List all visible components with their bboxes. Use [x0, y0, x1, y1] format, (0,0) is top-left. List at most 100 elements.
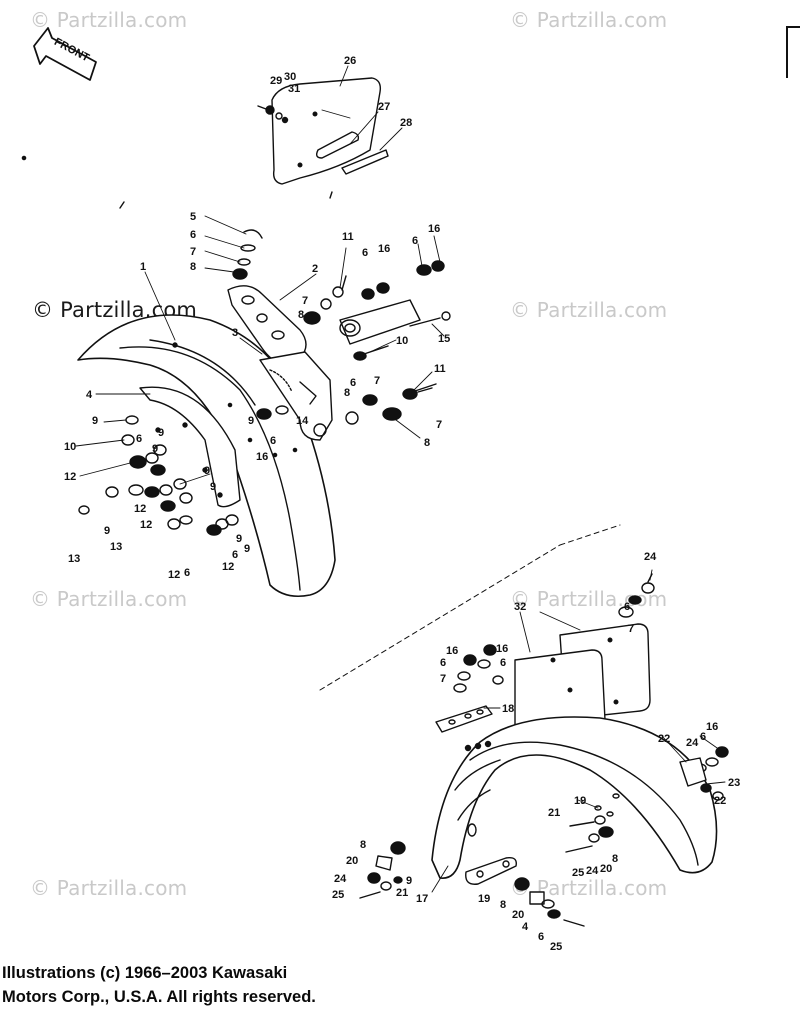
- callout-16: 16: [496, 643, 508, 655]
- callout-16: 16: [706, 721, 718, 733]
- callout-28: 28: [400, 117, 412, 129]
- callout-20: 20: [600, 863, 612, 875]
- callout-25: 25: [332, 889, 344, 901]
- callout-6: 6: [232, 549, 238, 561]
- callout-18: 18: [502, 703, 514, 715]
- callout-24: 24: [644, 551, 657, 563]
- callout-12: 12: [222, 561, 234, 573]
- copyright-line-1: Illustrations (c) 1966–2003 Kawasaki: [2, 964, 288, 982]
- rear-hardware: [359, 573, 729, 927]
- callout-23: 23: [728, 777, 740, 789]
- callout-24: 24: [334, 873, 347, 885]
- callout-6: 6: [362, 247, 368, 259]
- rear-reflector-plates: [514, 623, 651, 739]
- watermark: © Partzilla.com: [30, 587, 188, 611]
- callout-17: 17: [416, 893, 428, 905]
- front-arrow-icon: [33, 27, 97, 81]
- callout-9: 9: [244, 543, 250, 555]
- callout-4: 4: [522, 921, 529, 933]
- callout-12: 12: [168, 569, 180, 581]
- callout-8: 8: [424, 437, 430, 449]
- callout-6: 6: [440, 657, 446, 669]
- watermark: © Partzilla.com: [30, 876, 188, 900]
- callout-9: 9: [248, 415, 254, 427]
- callout-32: 32: [514, 601, 526, 613]
- callout-8: 8: [344, 387, 350, 399]
- callout-31: 31: [288, 83, 300, 95]
- rear-strap: [435, 705, 493, 733]
- callout-10: 10: [396, 335, 408, 347]
- page-edge-mark: [786, 26, 800, 78]
- callout-10: 10: [64, 441, 76, 453]
- callout-20: 20: [346, 855, 358, 867]
- callout-7: 7: [190, 246, 196, 258]
- fender-fasteners: [78, 415, 239, 536]
- callout-16: 16: [256, 451, 268, 463]
- callout-4: 4: [86, 389, 93, 401]
- callout-29: 29: [270, 75, 282, 87]
- callout-25: 25: [572, 867, 584, 879]
- callout-9: 9: [158, 427, 164, 439]
- fender-bracket: [227, 285, 359, 441]
- callout-9: 9: [236, 533, 242, 545]
- callout-30: 30: [284, 71, 296, 83]
- callout-6: 6: [270, 435, 276, 447]
- callout-24: 24: [686, 737, 699, 749]
- callout-16: 16: [446, 645, 458, 657]
- callout-12: 12: [140, 519, 152, 531]
- callout-22: 22: [714, 795, 726, 807]
- callout-20: 20: [512, 909, 524, 921]
- callout-6: 6: [184, 567, 190, 579]
- callout-2: 2: [312, 263, 318, 275]
- copyright-line-2: Motors Corp., U.S.A. All rights reserved…: [2, 988, 316, 1006]
- callout-25: 25: [550, 941, 562, 953]
- callout-9: 9: [92, 415, 98, 427]
- license-plate-bracket: [257, 77, 389, 185]
- callout-19: 19: [574, 795, 586, 807]
- callout-12: 12: [134, 503, 146, 515]
- callout-16: 16: [428, 223, 440, 235]
- callout-6: 6: [500, 657, 506, 669]
- callout-8: 8: [500, 899, 506, 911]
- callout-22: 22: [658, 733, 670, 745]
- front-fender: [77, 314, 336, 598]
- watermark: © Partzilla.com: [510, 298, 668, 322]
- callout-6: 6: [700, 731, 706, 743]
- callout-24: 24: [586, 865, 599, 877]
- exploded-view-drawing: 1 2 3 4 5 6 7 8 9 10 11 12 13 14 15 16 1…: [21, 27, 740, 953]
- callout-11: 11: [342, 231, 354, 243]
- callout-13: 13: [68, 553, 80, 565]
- callout-9: 9: [204, 465, 210, 477]
- callout-7: 7: [302, 295, 308, 307]
- watermark: © Partzilla.com: [510, 8, 668, 32]
- callout-6: 6: [538, 931, 544, 943]
- callout-7: 7: [374, 375, 380, 387]
- callout-9: 9: [152, 443, 158, 455]
- callout-21: 21: [548, 807, 560, 819]
- callout-13: 13: [110, 541, 122, 553]
- callout-8: 8: [298, 309, 304, 321]
- callout-8: 8: [190, 261, 196, 273]
- callout-7: 7: [628, 623, 634, 635]
- callout-8: 8: [612, 853, 618, 865]
- callout-16: 16: [378, 243, 390, 255]
- callout-6: 6: [350, 377, 356, 389]
- callout-7: 7: [436, 419, 442, 431]
- callout-6: 6: [136, 433, 142, 445]
- callout-26: 26: [344, 55, 356, 67]
- callout-3: 3: [232, 327, 238, 339]
- callout-11: 11: [434, 363, 446, 375]
- callout-5: 5: [190, 211, 196, 223]
- callout-14: 14: [296, 415, 309, 427]
- hardware-cluster: [232, 229, 445, 421]
- callout-1: 1: [140, 261, 146, 273]
- callout-6: 6: [412, 235, 418, 247]
- callout-21: 21: [396, 887, 408, 899]
- callout-9: 9: [104, 525, 110, 537]
- callout-19: 19: [478, 893, 490, 905]
- callout-9: 9: [406, 875, 412, 887]
- watermark: © Partzilla.com: [30, 8, 188, 32]
- callout-7: 7: [440, 673, 446, 685]
- fork-clamp: [339, 299, 451, 345]
